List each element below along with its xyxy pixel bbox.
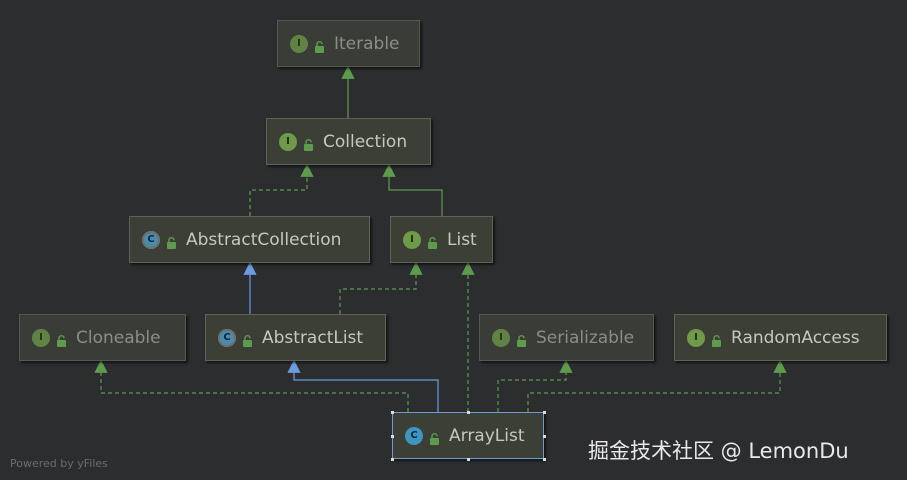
node-label: Collection: [323, 131, 408, 152]
node-label: Iterable: [334, 33, 400, 54]
public-lock-icon: [303, 136, 314, 151]
selection-handle[interactable]: [467, 411, 470, 414]
node-iterable[interactable]: I Iterable: [277, 20, 420, 67]
node-serializable[interactable]: I Serializable: [479, 314, 654, 361]
node-cloneable[interactable]: I Cloneable: [19, 314, 186, 361]
public-lock-icon: [56, 332, 67, 347]
abstract-class-icon: C: [218, 328, 236, 347]
node-label: RandomAccess: [731, 327, 860, 348]
watermark: 掘金技术社区 @ LemonDu: [588, 439, 849, 463]
selection-handle[interactable]: [467, 458, 470, 461]
selection-handle[interactable]: [543, 411, 546, 414]
edge-abstract-collection-to-collection: [249, 163, 314, 216]
abstract-class-icon: C: [142, 230, 160, 249]
interface-icon: I: [687, 328, 705, 347]
selection-handle[interactable]: [543, 434, 546, 438]
selection-handle[interactable]: [391, 458, 394, 461]
node-label: ArrayList: [449, 425, 525, 446]
node-label: Cloneable: [76, 327, 161, 348]
edge-abstract-list-to-list: [339, 261, 423, 314]
interface-icon: I: [32, 328, 50, 347]
public-lock-icon: [166, 234, 177, 249]
selection-handle[interactable]: [391, 411, 394, 414]
selection-handle[interactable]: [391, 434, 394, 438]
public-lock-icon: [711, 332, 722, 347]
class-icon: C: [405, 426, 423, 445]
public-lock-icon: [427, 234, 438, 249]
node-abstract-collection[interactable]: C AbstractCollection: [129, 216, 370, 263]
public-lock-icon: [314, 38, 325, 53]
selection-handle[interactable]: [543, 458, 546, 461]
node-label: AbstractList: [262, 327, 364, 348]
interface-icon: I: [290, 34, 308, 53]
interface-icon: I: [492, 328, 510, 347]
interface-icon: I: [279, 132, 297, 151]
edge-array-list-to-random-access: [527, 359, 787, 412]
node-label: List: [447, 229, 477, 250]
node-abstract-list[interactable]: C AbstractList: [205, 314, 386, 361]
node-label: Serializable: [536, 327, 635, 348]
public-lock-icon: [516, 332, 527, 347]
interface-icon: I: [403, 230, 421, 249]
edge-array-list-to-serializable: [497, 359, 573, 412]
node-collection[interactable]: I Collection: [266, 118, 431, 165]
node-random-access[interactable]: I RandomAccess: [674, 314, 887, 361]
edge-array-list-to-abstract-list: [287, 359, 439, 412]
edge-array-list-to-cloneable: [94, 359, 409, 412]
public-lock-icon: [242, 332, 253, 347]
edge-list-to-collection: [382, 163, 443, 216]
public-lock-icon: [429, 430, 440, 445]
node-label: AbstractCollection: [186, 229, 342, 250]
node-array-list[interactable]: C ArrayList: [391, 411, 546, 461]
node-list[interactable]: I List: [390, 216, 493, 263]
powered-by-credit: Powered by yFiles: [10, 457, 108, 470]
